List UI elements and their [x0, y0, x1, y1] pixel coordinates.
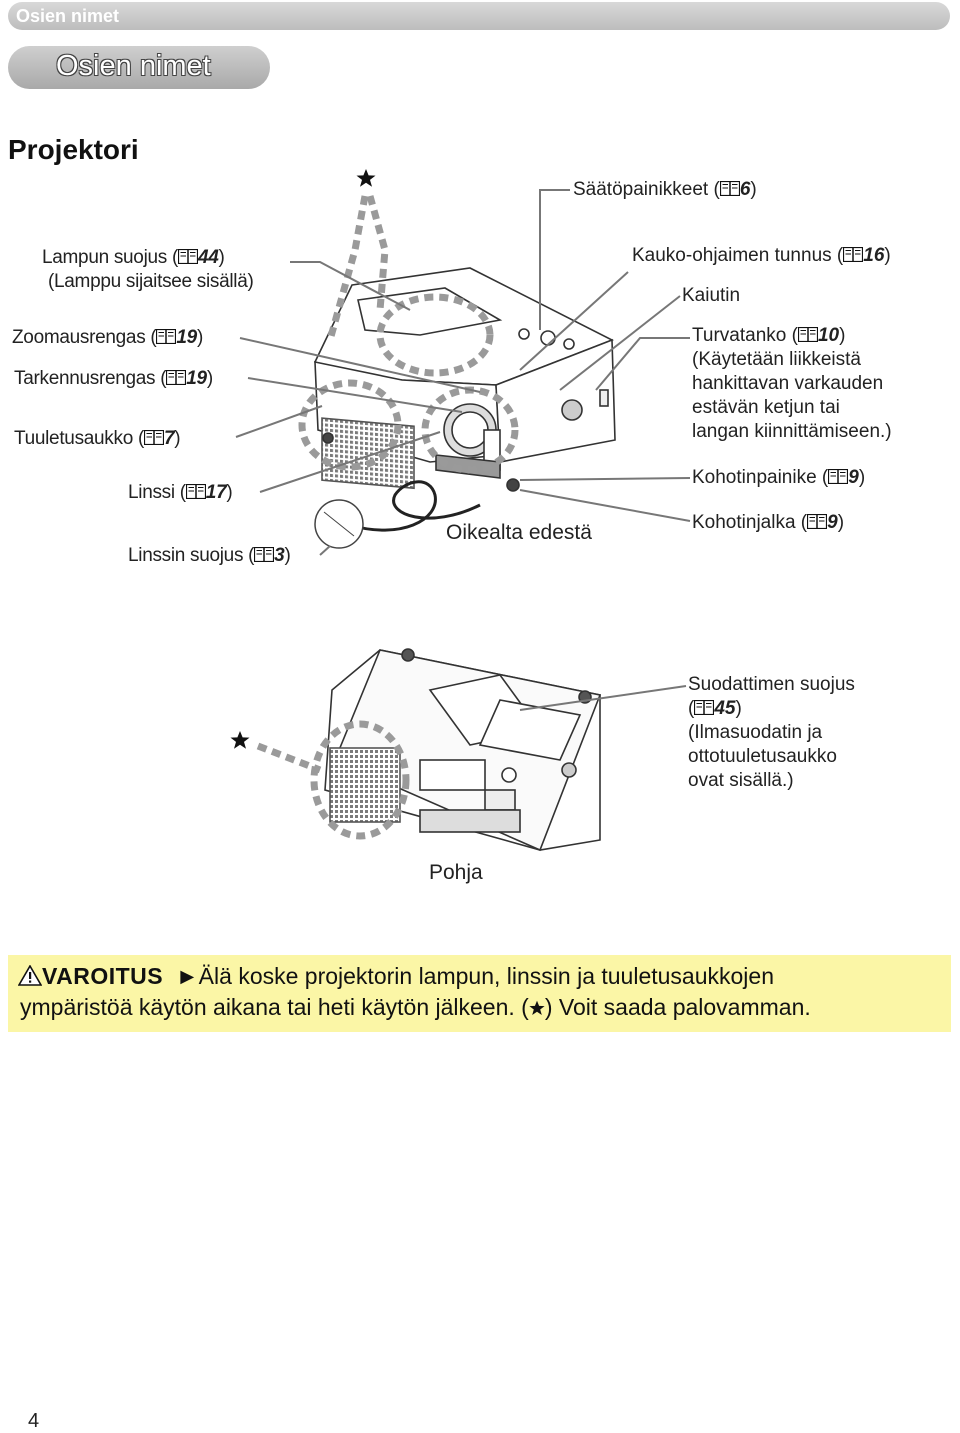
label-linssi: Linssi (17)	[128, 482, 233, 503]
warning-text-2a: ympäristöä käytön aikana tai heti käytön…	[20, 994, 529, 1020]
section-heading: Projektori	[8, 134, 139, 165]
label-kauko-tunnus: Kauko-ohjaimen tunnus (16)	[632, 245, 891, 266]
header-bar	[8, 2, 950, 30]
label-saatopainikkeet: Säätöpainikkeet (6)	[573, 179, 757, 200]
lens-cap-illustration	[314, 480, 481, 549]
star-icon	[529, 1000, 545, 1016]
leader-lines-front	[235, 189, 691, 556]
projector-front-illustration	[313, 267, 616, 492]
book-icon	[807, 514, 827, 529]
suodatin-desc-line: ottotuuletusaukko	[688, 746, 837, 767]
book-icon	[156, 329, 176, 344]
book-icon	[186, 484, 206, 499]
label-turvatanko: Turvatanko (10)	[692, 325, 846, 346]
book-icon	[166, 370, 186, 385]
label-suodatin-desc: (Ilmasuodatin ja ottotuuletusaukko ovat …	[688, 721, 837, 793]
label-turvatanko-desc: (Käytetään liikkeistä hankittavan varkau…	[692, 348, 892, 444]
warning-text-2b: ) Voit saada palovamman.	[544, 994, 811, 1020]
page-title: Osien nimet	[56, 50, 211, 82]
label-tarkennusrengas: Tarkennusrengas (19)	[14, 368, 213, 389]
warning-title: VAROITUS	[42, 963, 164, 989]
projector-bottom-illustration	[324, 648, 602, 852]
label-kaiutin: Kaiutin	[682, 285, 741, 306]
star-icon	[230, 731, 250, 749]
book-icon	[798, 327, 818, 342]
turvatanko-desc-line: (Käytetään liikkeistä	[692, 349, 861, 370]
leader-lines-bottom	[519, 685, 687, 711]
caption-pohja: Pohja	[429, 861, 483, 884]
caption-oikealta-edesta: Oikealta edestä	[446, 521, 592, 544]
star-icon	[356, 169, 376, 187]
warning-triangle-icon	[17, 964, 43, 986]
label-linssin-suojus: Linssin suojus (3)	[128, 545, 291, 566]
suodatin-desc-line: ovat sisällä.)	[688, 770, 794, 791]
suodatin-desc-line: (Ilmasuodatin ja	[688, 722, 823, 743]
warning-box	[8, 955, 951, 1032]
book-icon	[694, 700, 714, 715]
book-icon	[178, 249, 198, 264]
warning-line-1: VAROITUS ►Älä koske projektorin lampun, …	[17, 963, 775, 990]
warning-line-2: ympäristöä käytön aikana tai heti käytön…	[20, 994, 811, 1021]
label-lamppu-sisalla: (Lamppu sijaitsee sisällä)	[48, 271, 254, 292]
book-icon	[843, 247, 863, 262]
book-icon	[828, 469, 848, 484]
title-pill	[8, 46, 270, 89]
label-tuuletusaukko: Tuuletusaukko (7)	[14, 428, 181, 449]
label-lampun-suojus: Lampun suojus (44)	[42, 247, 225, 268]
book-icon	[254, 547, 274, 562]
turvatanko-desc-line: hankittavan varkauden	[692, 373, 884, 394]
header-section-label: Osien nimet	[16, 6, 120, 26]
label-kohotinjalka: Kohotinjalka (9)	[692, 512, 845, 533]
book-icon	[720, 181, 740, 196]
turvatanko-desc-line: langan kiinnittämiseen.)	[692, 421, 892, 442]
turvatanko-desc-line: estävän ketjun tai	[692, 397, 840, 418]
label-zoomausrengas: Zoomausrengas (19)	[12, 327, 203, 348]
page-number: 4	[28, 1410, 40, 1432]
label-suodattimen-suojus: Suodattimen suojus	[688, 674, 855, 695]
hot-zone-markers-bottom	[256, 720, 410, 840]
warning-text-1: ►Älä koske projektorin lampun, linssin j…	[175, 963, 775, 989]
label-suodatin-ref: (45)	[688, 698, 742, 719]
label-kohotinpainike: Kohotinpainike (9)	[692, 467, 866, 488]
book-icon	[144, 430, 164, 445]
